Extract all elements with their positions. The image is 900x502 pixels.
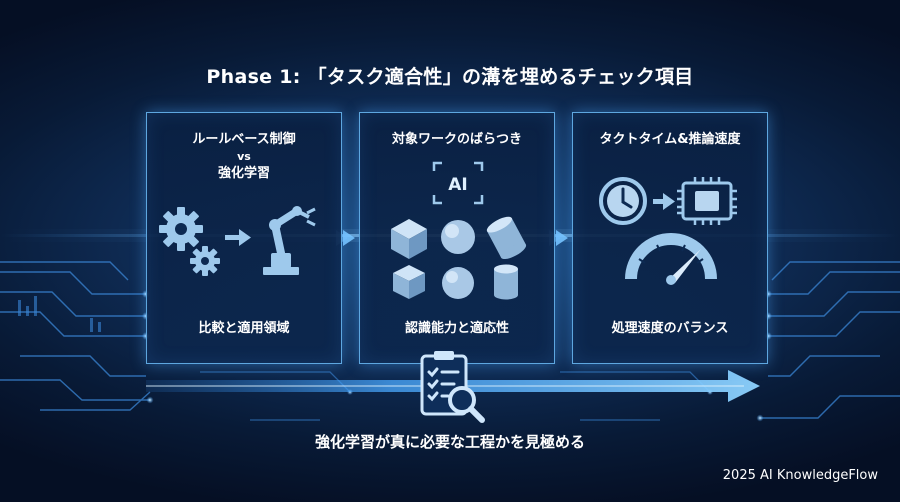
robot-arm-icon [263,206,316,275]
panel-rule-vs-rl: ルールベース制御 vs 強化学習 [146,112,342,364]
clock-icon [599,177,647,225]
cylinder-icon [494,264,518,300]
panel-heading: ルールベース制御 vs 強化学習 [147,131,341,182]
panel-illustration [159,206,316,276]
panel-heading-vs: vs [237,150,251,163]
panel-work-variation: 対象ワークのばらつき AI [359,112,555,364]
sphere-icon [441,220,475,254]
panel-footer: 認識能力と適応性 [404,321,509,336]
panel-footer: 比較と適用領域 [198,321,290,336]
ai-label: AI [448,175,467,195]
ai-scan-icon: AI [432,161,484,205]
panel-heading-line1: ルールベース制御 [192,132,296,147]
panel-tact-time: タクトタイム&推論速度 [572,112,768,364]
panel-heading: 対象ワークのばらつき [391,132,522,147]
page-title: Phase 1: 「タスク適合性」の溝を埋めるチェック項目 [206,66,694,88]
cylinder-icon [486,216,527,260]
bottom-caption: 強化学習が真に必要な工程かを見極める [314,433,585,451]
panel-illustration: AI [391,161,527,300]
brand-label: 2025 AI KnowledgeFlow [722,468,878,483]
sphere-icon [442,267,474,299]
cpu-chip-icon [677,177,737,225]
arrow-right-icon [653,193,675,210]
panel-heading: タクトタイム&推論速度 [599,132,741,147]
arrow-right-icon [225,229,251,246]
gear-icon [159,207,220,276]
panel-footer: 処理速度のバランス [611,321,729,336]
panel-heading-line3: 強化学習 [217,166,270,181]
speed-gauge-icon [625,233,717,285]
cube-icon [393,265,425,299]
panel-illustration [599,177,737,285]
cube-icon [391,219,427,259]
checklist-search-icon [420,351,485,423]
